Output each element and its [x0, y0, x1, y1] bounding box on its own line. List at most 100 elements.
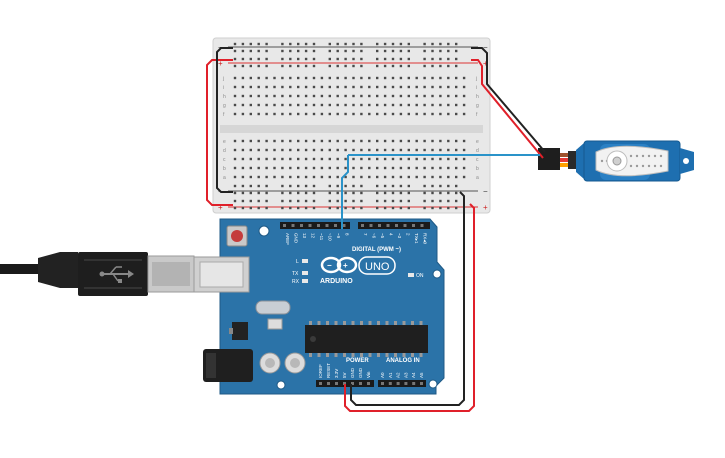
rail-hole[interactable]: [399, 49, 403, 53]
breadboard-hole[interactable]: [304, 175, 308, 179]
rail-hole[interactable]: [391, 184, 395, 188]
digital-pin-hole[interactable]: [334, 224, 337, 227]
breadboard-hole[interactable]: [297, 112, 300, 116]
rail-hole[interactable]: [312, 64, 316, 68]
breadboard-hole[interactable]: [423, 166, 426, 170]
breadboard-hole[interactable]: [265, 157, 268, 161]
breadboard-hole[interactable]: [383, 103, 387, 107]
breadboard-hole[interactable]: [344, 157, 347, 161]
rail-hole[interactable]: [336, 64, 339, 68]
rail-hole[interactable]: [265, 49, 268, 53]
breadboard-hole[interactable]: [423, 103, 426, 107]
breadboard-hole[interactable]: [391, 85, 395, 89]
breadboard-hole[interactable]: [383, 112, 387, 116]
rail-hole[interactable]: [455, 42, 458, 46]
rail-hole[interactable]: [360, 184, 363, 188]
rail-hole[interactable]: [257, 57, 260, 61]
breadboard-hole[interactable]: [320, 76, 324, 80]
breadboard-hole[interactable]: [336, 76, 339, 80]
rail-hole[interactable]: [423, 206, 426, 210]
breadboard-hole[interactable]: [415, 157, 418, 161]
breadboard-hole[interactable]: [455, 112, 458, 116]
rail-hole[interactable]: [407, 206, 410, 210]
rail-hole[interactable]: [399, 191, 403, 195]
breadboard-hole[interactable]: [257, 139, 260, 143]
breadboard-hole[interactable]: [368, 175, 371, 179]
breadboard-hole[interactable]: [431, 166, 434, 170]
breadboard-hole[interactable]: [407, 166, 410, 170]
breadboard-hole[interactable]: [439, 148, 442, 152]
breadboard-hole[interactable]: [344, 85, 347, 89]
rail-hole[interactable]: [289, 191, 292, 195]
rail-hole[interactable]: [423, 64, 426, 68]
breadboard-hole[interactable]: [289, 175, 292, 179]
breadboard-hole[interactable]: [273, 175, 276, 179]
rail-hole[interactable]: [352, 184, 355, 188]
wires[interactable]: [206, 47, 546, 412]
digital-pin-hole[interactable]: [342, 224, 346, 227]
breadboard-hole[interactable]: [233, 85, 237, 89]
rail-hole[interactable]: [281, 184, 284, 188]
breadboard-hole[interactable]: [360, 76, 363, 80]
breadboard-hole[interactable]: [241, 76, 245, 80]
breadboard-hole[interactable]: [376, 157, 379, 161]
breadboard-hole[interactable]: [304, 139, 308, 143]
breadboard-hole[interactable]: [399, 112, 403, 116]
breadboard-hole[interactable]: [352, 103, 355, 107]
rail-hole[interactable]: [399, 42, 403, 46]
rail-hole[interactable]: [257, 199, 260, 203]
rail-hole[interactable]: [447, 206, 450, 210]
breadboard-hole[interactable]: [328, 166, 331, 170]
rail-hole[interactable]: [257, 42, 260, 46]
breadboard-hole[interactable]: [439, 112, 442, 116]
rail-hole[interactable]: [376, 57, 379, 61]
breadboard-hole[interactable]: [439, 85, 442, 89]
rail-hole[interactable]: [455, 206, 458, 210]
breadboard-hole[interactable]: [336, 112, 339, 116]
breadboard-hole[interactable]: [281, 76, 284, 80]
rail-hole[interactable]: [249, 49, 252, 53]
breadboard-hole[interactable]: [281, 85, 284, 89]
rail-hole[interactable]: [265, 191, 268, 195]
rail-hole[interactable]: [383, 42, 387, 46]
analog-pin-hole[interactable]: [412, 382, 416, 385]
breadboard-hole[interactable]: [360, 103, 363, 107]
breadboard-hole[interactable]: [462, 112, 466, 116]
power-header-holes[interactable]: [319, 382, 370, 385]
breadboard-hole[interactable]: [328, 103, 331, 107]
analog-pin-hole[interactable]: [388, 382, 392, 385]
breadboard-hole[interactable]: [455, 103, 458, 107]
breadboard-hole[interactable]: [281, 157, 284, 161]
breadboard-hole[interactable]: [344, 76, 347, 80]
rail-hole[interactable]: [455, 199, 458, 203]
breadboard-hole[interactable]: [431, 103, 434, 107]
breadboard-hole[interactable]: [233, 175, 237, 179]
rail-hole[interactable]: [241, 42, 245, 46]
breadboard-hole[interactable]: [320, 112, 324, 116]
breadboard-hole[interactable]: [265, 112, 268, 116]
rail-hole[interactable]: [304, 57, 308, 61]
breadboard-hole[interactable]: [320, 139, 324, 143]
breadboard-hole[interactable]: [320, 103, 324, 107]
breadboard-hole[interactable]: [462, 175, 466, 179]
breadboard-hole[interactable]: [423, 112, 426, 116]
breadboard-hole[interactable]: [328, 76, 331, 80]
breadboard-hole[interactable]: [376, 103, 379, 107]
rail-hole[interactable]: [439, 206, 442, 210]
rail-hole[interactable]: [312, 42, 316, 46]
rail-hole[interactable]: [399, 184, 403, 188]
breadboard-hole[interactable]: [320, 148, 324, 152]
breadboard-hole[interactable]: [415, 166, 418, 170]
breadboard-hole[interactable]: [273, 148, 276, 152]
breadboard-hole[interactable]: [368, 76, 371, 80]
breadboard-hole[interactable]: [376, 94, 379, 98]
breadboard-hole[interactable]: [297, 175, 300, 179]
breadboard-hole[interactable]: [233, 76, 237, 80]
digital-pin-hole[interactable]: [386, 224, 390, 227]
rail-hole[interactable]: [312, 57, 316, 61]
rail-hole[interactable]: [336, 57, 339, 61]
breadboard-hole[interactable]: [462, 166, 466, 170]
rail-hole[interactable]: [455, 49, 458, 53]
breadboard-hole[interactable]: [265, 76, 268, 80]
breadboard-hole[interactable]: [423, 139, 426, 143]
